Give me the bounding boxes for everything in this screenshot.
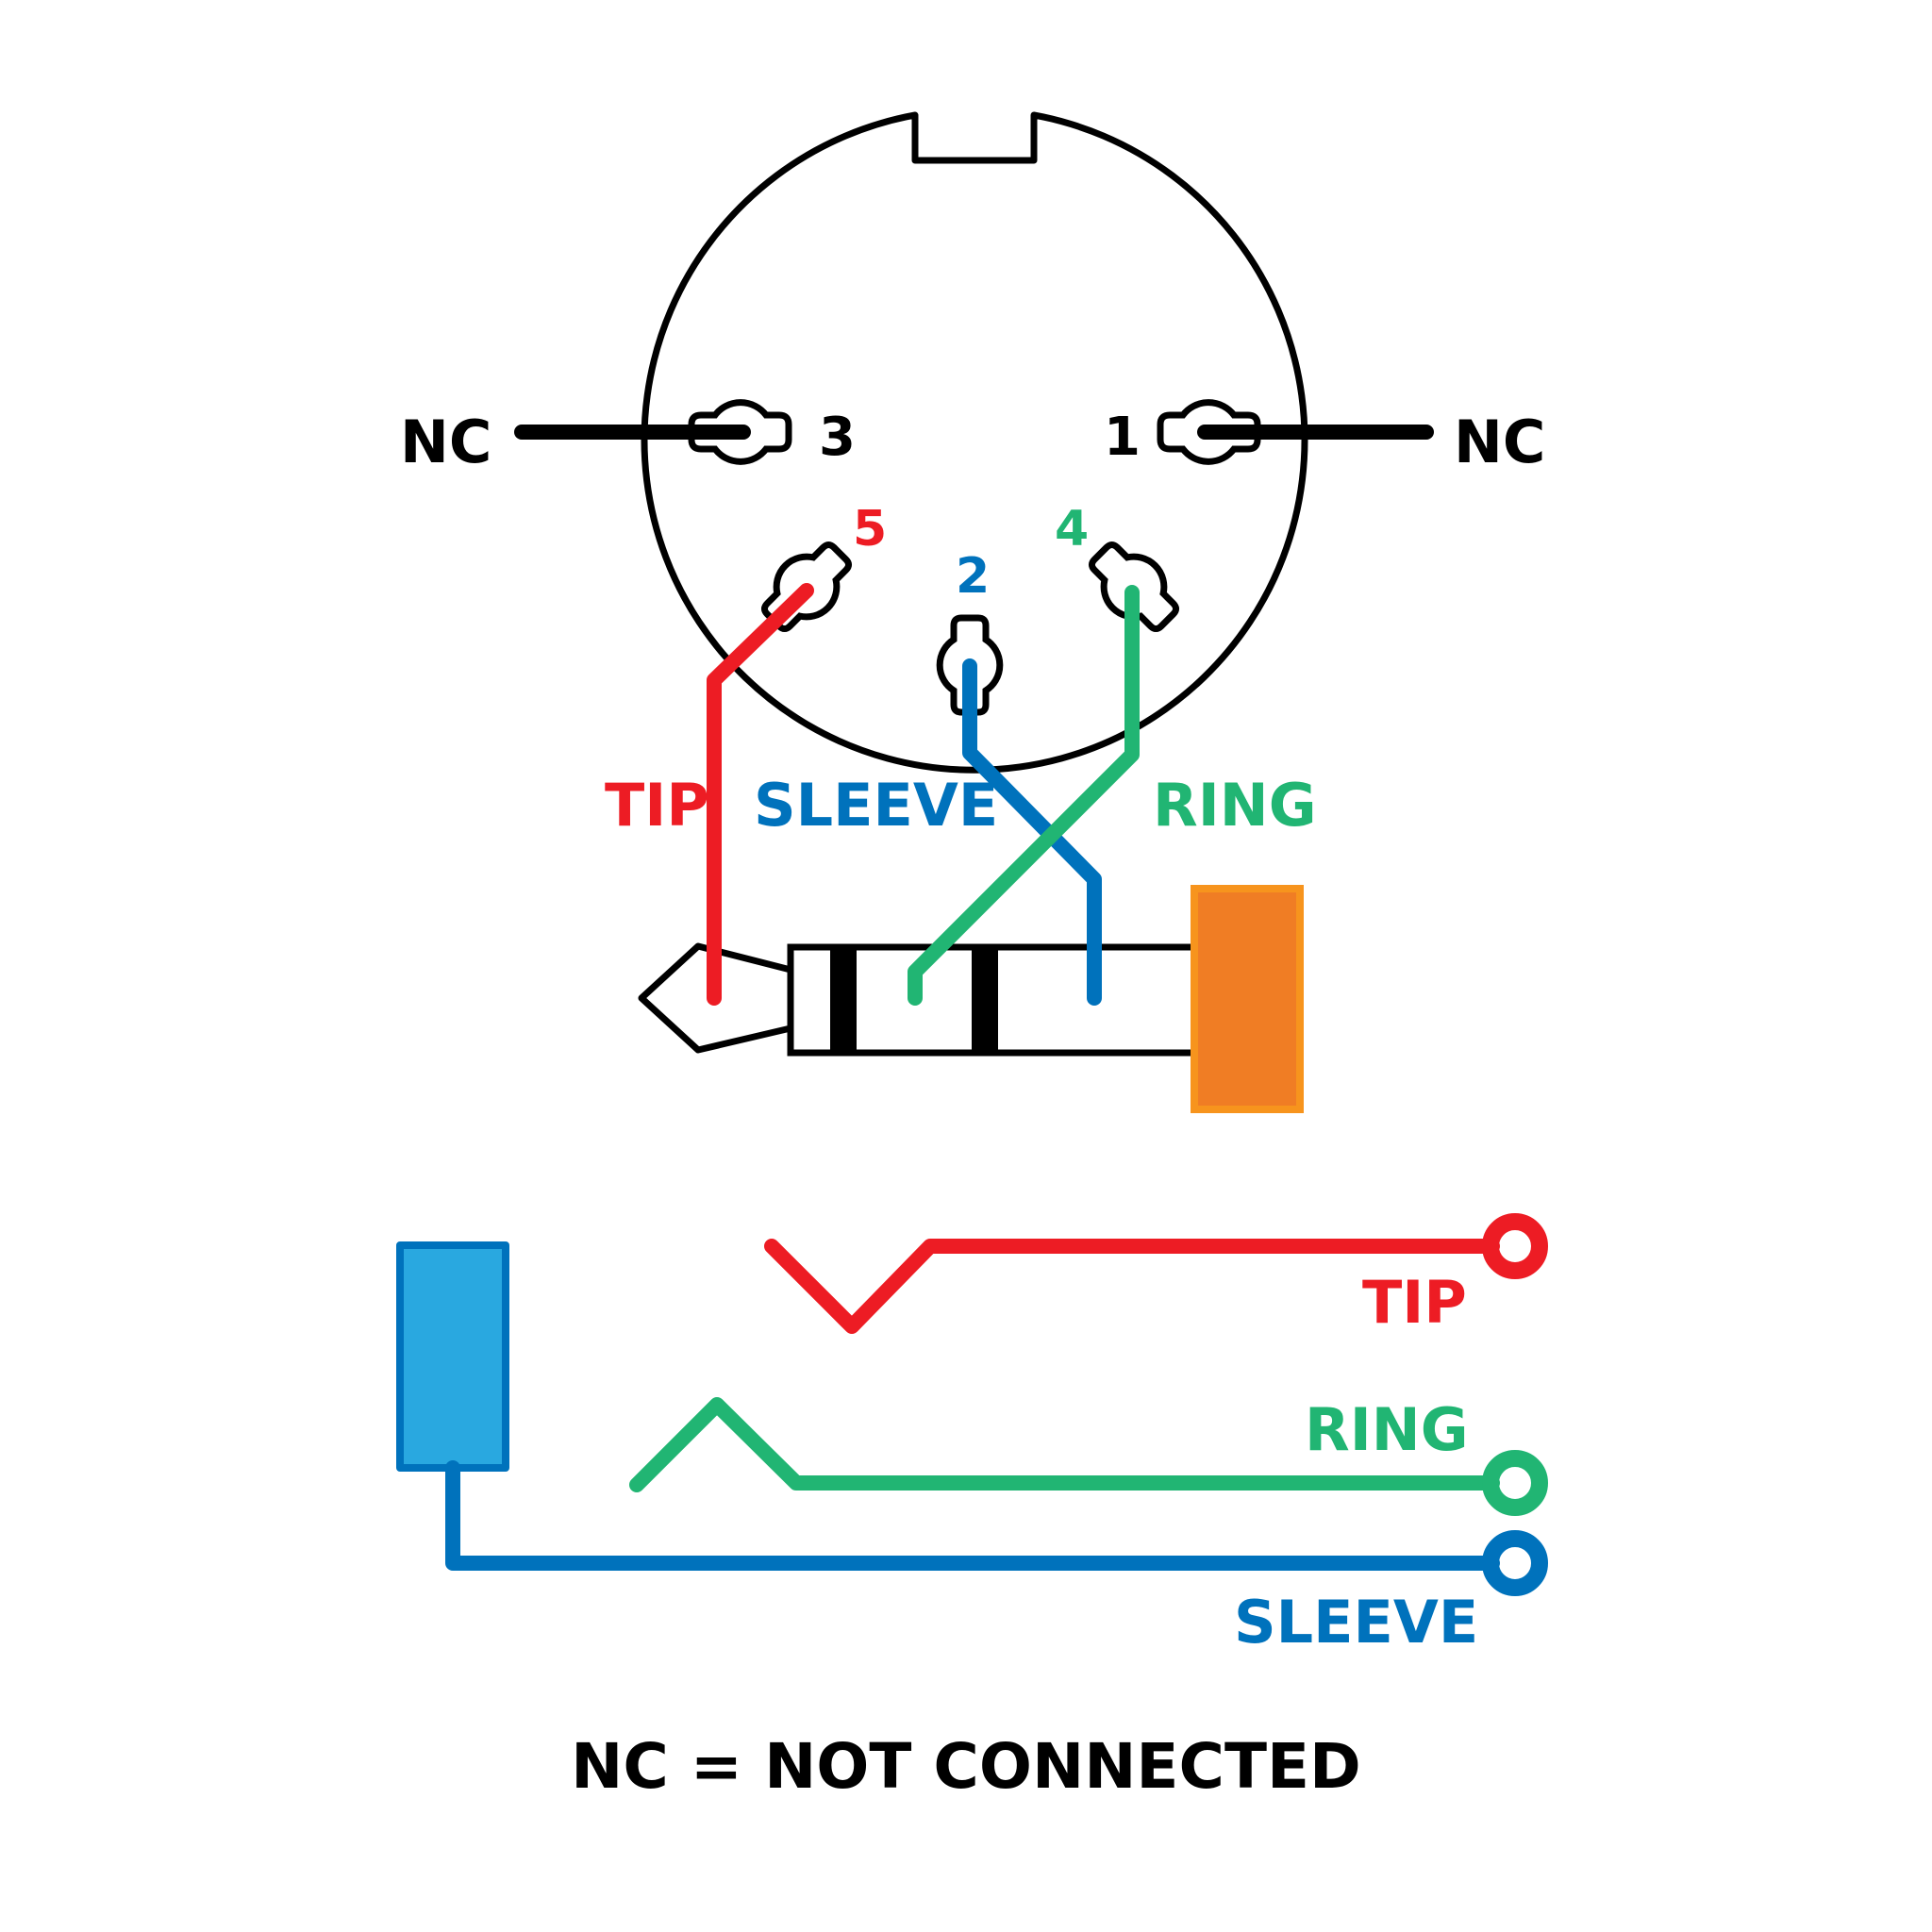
jack-schematic bbox=[396, 1213, 1548, 1596]
plug-insulator-1 bbox=[830, 947, 857, 1053]
pin-1: 1 NC bbox=[1104, 399, 1545, 476]
plug-tip bbox=[638, 942, 791, 1054]
pin-2: 2 bbox=[936, 548, 1004, 716]
sleeve-wire bbox=[962, 658, 1102, 1006]
pin-3: 3 NC bbox=[400, 399, 856, 476]
jack-sleeve-block bbox=[396, 1241, 509, 1472]
pin-4: 4 bbox=[1055, 501, 1180, 633]
jack-tip-terminal bbox=[1482, 1213, 1548, 1279]
tip-wire bbox=[707, 583, 814, 1006]
legend-text: NC = NOT CONNECTED bbox=[571, 1730, 1361, 1803]
pin-5-socket bbox=[760, 541, 853, 633]
plug-insulator-2 bbox=[972, 947, 998, 1053]
ring-wire-label: RING bbox=[1153, 771, 1317, 840]
pin-3-socket bbox=[688, 399, 792, 465]
jack-tip-contact bbox=[764, 1239, 1500, 1334]
nc-label-left: NC bbox=[400, 408, 491, 476]
sleeve-wire-label: SLEEVE bbox=[754, 771, 998, 840]
pin-3-number: 3 bbox=[819, 407, 856, 468]
plug-handle bbox=[1191, 885, 1304, 1113]
nc-label-right: NC bbox=[1454, 408, 1545, 476]
pin-1-number: 1 bbox=[1104, 407, 1141, 468]
jack-sleeve-contact bbox=[445, 1460, 1500, 1571]
tip-wire-label: TIP bbox=[605, 771, 709, 840]
jack-tip-label: TIP bbox=[1362, 1268, 1467, 1337]
pin-2-socket bbox=[936, 614, 1004, 716]
pin-4-socket bbox=[1088, 541, 1180, 633]
wires bbox=[707, 583, 1140, 1006]
jack-sleeve-label: SLEEVE bbox=[1234, 1588, 1478, 1657]
pin-5-number: 5 bbox=[853, 501, 887, 558]
jack-ring-contact bbox=[629, 1397, 1500, 1492]
pin-1-socket bbox=[1157, 399, 1261, 465]
jack-sleeve-terminal bbox=[1482, 1530, 1548, 1596]
pin-2-number: 2 bbox=[956, 548, 990, 605]
pin-4-number: 4 bbox=[1055, 501, 1089, 558]
jack-ring-terminal bbox=[1482, 1450, 1548, 1516]
pin-5: 5 bbox=[760, 501, 887, 633]
trs-plug bbox=[638, 885, 1304, 1113]
jack-ring-label: RING bbox=[1305, 1395, 1469, 1464]
ring-wire bbox=[908, 585, 1140, 1006]
